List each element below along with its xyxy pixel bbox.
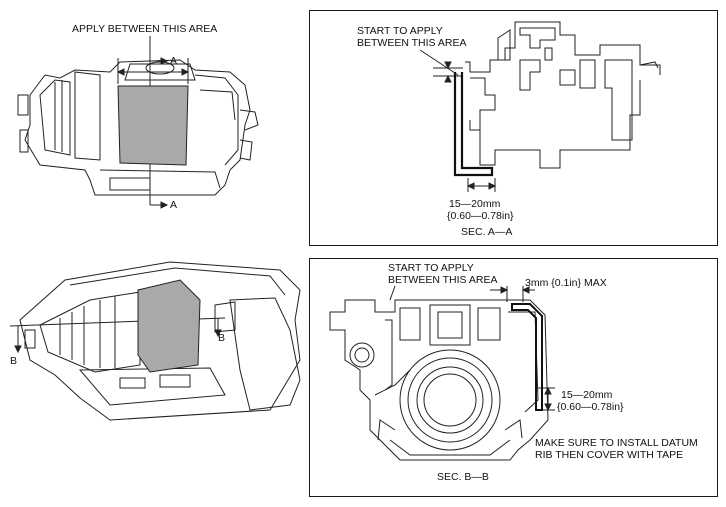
sec-b-note-2: RIB THEN COVER WITH TAPE [535, 449, 684, 461]
sec-a-start-label-1: START TO APPLY [357, 25, 443, 37]
apply-area-label: APPLY BETWEEN THIS AREA [72, 23, 218, 35]
sec-b-max-label: 3mm {0.1in} MAX [525, 277, 607, 289]
sec-b-dim-mm: 15—20mm [561, 389, 613, 401]
sec-a-dim-mm: 15—20mm [449, 198, 501, 210]
apply-area-shading-a [117, 85, 189, 166]
section-marker-b-right: B [218, 332, 226, 344]
tape-path-b [511, 303, 543, 411]
section-marker-a-bottom: A [170, 199, 178, 211]
section-a-panel [309, 10, 718, 246]
section-marker-b-left: B [10, 355, 18, 367]
sec-b-start-label-1: START TO APPLY [388, 262, 474, 274]
sec-a-start-label-2: BETWEEN THIS AREA [357, 37, 467, 49]
sec-b-note-1: MAKE SURE TO INSTALL DATUM [535, 437, 698, 449]
sec-b-start-label-2: BETWEEN THIS AREA [388, 274, 498, 286]
sec-a-dim-in: {0.60—0.78in} [447, 210, 514, 222]
sec-b-dim-in: {0.60—0.78in} [557, 401, 624, 413]
apply-area-shading-b [137, 279, 201, 373]
tape-path-a [453, 72, 494, 177]
section-b-panel [309, 258, 718, 497]
section-marker-a-top: A [170, 55, 178, 67]
sec-b-caption: SEC. B—B [437, 471, 489, 483]
sec-a-caption: SEC. A—A [461, 226, 513, 238]
